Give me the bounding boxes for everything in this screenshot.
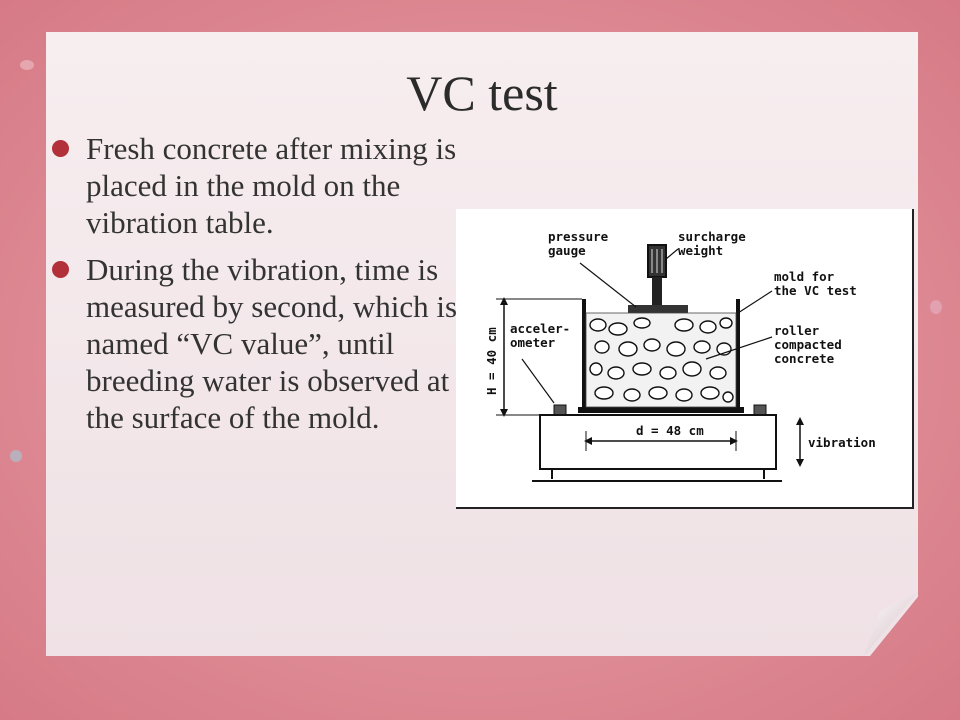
- label-weight: weight: [678, 243, 723, 258]
- bullet-item: During the vibration, time is measured b…: [52, 251, 472, 436]
- label-concrete: concrete: [774, 351, 835, 366]
- label-mold-for: mold for: [774, 269, 835, 284]
- label-surcharge: surcharge: [678, 229, 746, 244]
- bullet-text: During the vibration, time is measured b…: [86, 252, 458, 435]
- aggregate-stones: [589, 317, 734, 403]
- vc-test-diagram: pressure gauge surcharge weight mold for…: [456, 209, 914, 509]
- label-height: H = 40 cm: [484, 327, 499, 395]
- label-vc-test: the VC test: [774, 283, 857, 298]
- bullet-dot-icon: [52, 140, 69, 157]
- weight-rod: [652, 277, 662, 309]
- leader-lines: [521, 248, 773, 404]
- label-compacted: compacted: [774, 337, 842, 352]
- accelerometer-right: [753, 404, 767, 416]
- label-pressure: pressure: [548, 229, 609, 244]
- bullet-item: Fresh concrete after mixing is placed in…: [52, 130, 472, 241]
- label-diameter: d = 48 cm: [636, 423, 704, 438]
- bullet-text: Fresh concrete after mixing is placed in…: [86, 131, 457, 240]
- mold-base: [578, 407, 744, 413]
- accelerometer-left: [553, 404, 567, 416]
- bullet-dot-icon: [52, 261, 69, 278]
- label-ometer: ometer: [510, 335, 556, 350]
- bullet-list: Fresh concrete after mixing is placed in…: [52, 130, 472, 446]
- label-vibration: vibration: [808, 435, 876, 450]
- pressure-plate: [628, 305, 688, 313]
- mold-wall-right: [736, 299, 740, 411]
- label-gauge: gauge: [548, 243, 586, 258]
- vibration-table: [539, 414, 777, 470]
- label-acceler: acceler-: [510, 321, 570, 336]
- diagram-svg: pressure gauge surcharge weight mold for…: [484, 229, 876, 482]
- mold-wall-left: [582, 299, 586, 411]
- label-roller: roller: [774, 323, 820, 338]
- slide-title: VC test: [406, 65, 558, 121]
